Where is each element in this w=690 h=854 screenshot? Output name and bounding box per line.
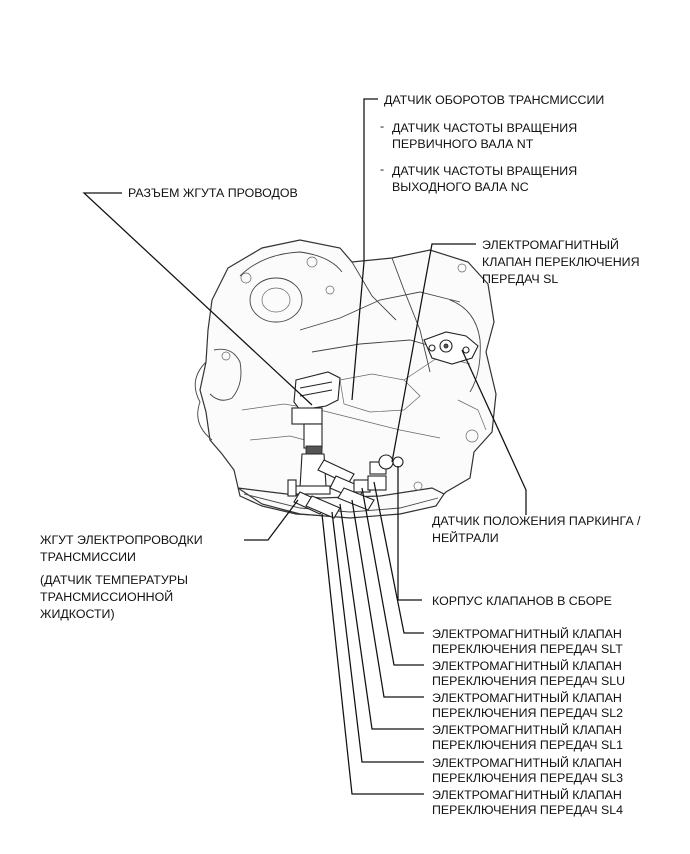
label-solenoid-sl4-line2: ПЕРЕКЛЮЧЕНИЯ ПЕРЕДАЧ SL4 <box>432 803 623 817</box>
label-solenoid-sl-line1: ЭЛЕКТРОМАГНИТНЫЙ <box>482 237 619 252</box>
label-park-neutral-line2: НЕЙТРАЛИ <box>432 530 499 545</box>
label-nc-sensor-line1: ДАТЧИК ЧАСТОТЫ ВРАЩЕНИЯ <box>392 164 577 178</box>
label-solenoid-slu-line2: ПЕРЕКЛЮЧЕНИЯ ПЕРЕДАЧ SLU <box>432 674 625 688</box>
label-nt-sensor-line2: ПЕРВИЧНОГО ВАЛА NT <box>392 137 534 151</box>
label-wire-harness-line1: ЖГУТ ЭЛЕКТРОПРОВОДКИ <box>40 533 203 547</box>
label-nc-sensor-line2: ВЫХОДНОГО ВАЛА NC <box>392 180 529 194</box>
label-solenoid-sl-line2: КЛАПАН ПЕРЕКЛЮЧЕНИЯ <box>482 255 640 269</box>
labels: ДАТЧИК ОБОРОТОВ ТРАНСМИССИИ - ДАТЧИК ЧАС… <box>40 93 641 817</box>
label-temp-sensor-line2: ТРАНСМИССИОННОЙ <box>40 589 173 604</box>
bullet-nt: - <box>380 119 384 133</box>
transmission-illustration <box>194 239 497 519</box>
label-valve-body: КОРПУС КЛАПАНОВ В СБОРЕ <box>432 594 612 608</box>
label-wire-harness-line2: ТРАНСМИССИИ <box>40 550 136 564</box>
label-solenoid-slu-line1: ЭЛЕКТРОМАГНИТНЫЙ КЛАПАН <box>432 658 622 673</box>
label-temp-sensor-line1: (ДАТЧИК ТЕМПЕРАТУРЫ <box>40 573 188 587</box>
label-solenoid-sl3-line2: ПЕРЕКЛЮЧЕНИЯ ПЕРЕДАЧ SL3 <box>432 771 623 785</box>
label-solenoid-sl-line3: ПЕРЕДАЧ SL <box>482 272 558 286</box>
label-solenoid-sl2-line1: ЭЛЕКТРОМАГНИТНЫЙ КЛАПАН <box>432 690 622 705</box>
label-temp-sensor-line3: ЖИДКОСТИ) <box>40 607 115 621</box>
label-solenoid-sl3-line1: ЭЛЕКТРОМАГНИТНЫЙ КЛАПАН <box>432 755 622 770</box>
bullet-nc: - <box>380 162 384 176</box>
label-solenoid-sl2-line2: ПЕРЕКЛЮЧЕНИЯ ПЕРЕДАЧ SL2 <box>432 706 623 720</box>
label-solenoid-slt-line1: ЭЛЕКТРОМАГНИТНЫЙ КЛАПАН <box>432 626 622 641</box>
label-solenoid-sl1-line1: ЭЛЕКТРОМАГНИТНЫЙ КЛАПАН <box>432 722 622 737</box>
label-solenoid-sl4-line1: ЭЛЕКТРОМАГНИТНЫЙ КЛАПАН <box>432 787 622 802</box>
label-harness-connector: РАЗЪЕМ ЖГУТА ПРОВОДОВ <box>128 186 298 200</box>
label-nt-sensor-line1: ДАТЧИК ЧАСТОТЫ ВРАЩЕНИЯ <box>392 121 577 135</box>
label-solenoid-slt-line2: ПЕРЕКЛЮЧЕНИЯ ПЕРЕДАЧ SLT <box>432 642 623 656</box>
label-solenoid-sl1-line2: ПЕРЕКЛЮЧЕНИЯ ПЕРЕДАЧ SL1 <box>432 738 623 752</box>
label-park-neutral-line1: ДАТЧИК ПОЛОЖЕНИЯ ПАРКИНГА / <box>432 514 641 528</box>
label-speed-sensor: ДАТЧИК ОБОРОТОВ ТРАНСМИССИИ <box>384 93 604 107</box>
harness-connector <box>291 371 341 495</box>
leader-lines <box>82 98 527 795</box>
